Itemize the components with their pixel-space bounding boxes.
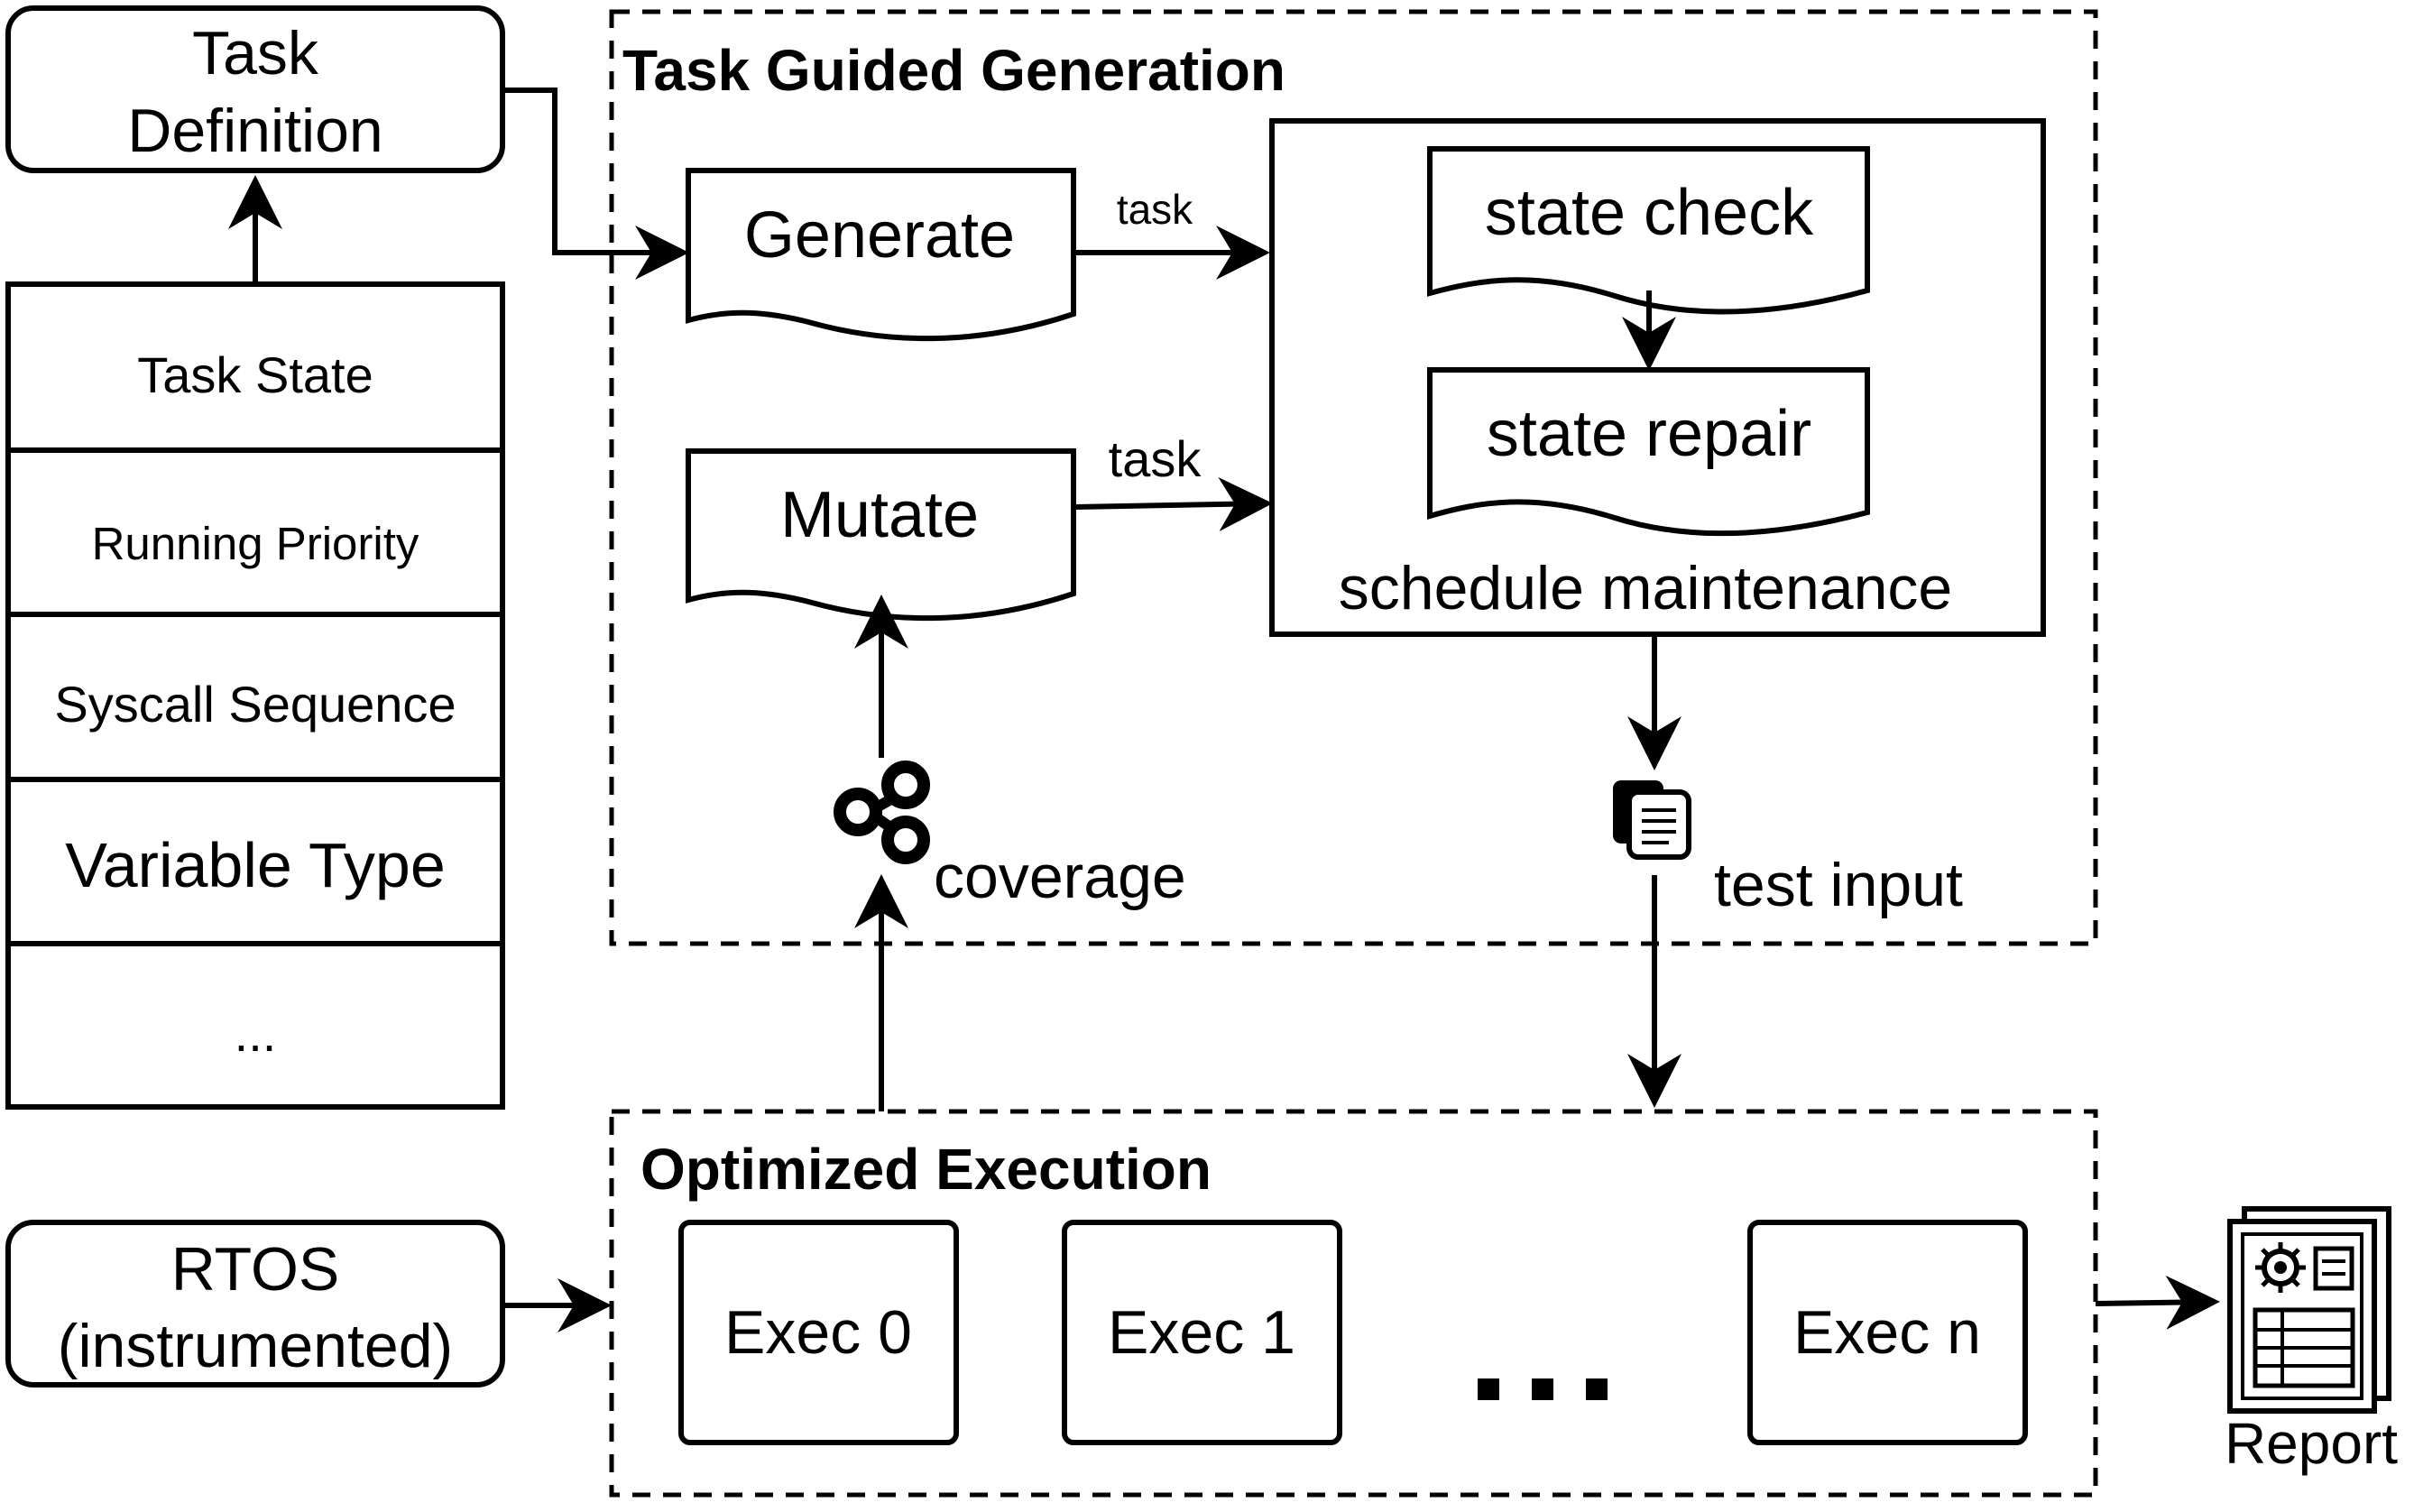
- optimized-execution-title: Optimized Execution: [640, 1137, 1212, 1202]
- execution-to-report-arrow: [2095, 1275, 2220, 1330]
- task-definition-label-line1: Task: [192, 19, 319, 88]
- component-syscall-sequence: Syscall Sequence: [54, 676, 456, 733]
- task-definition-label-line2: Definition: [127, 97, 383, 165]
- state-repair-node: [1427, 367, 1870, 537]
- component-task-state: Task State: [137, 346, 373, 403]
- rtos-label-line1: RTOS: [171, 1235, 339, 1304]
- exec-ellipsis: [1478, 1378, 1608, 1400]
- share-nodes-icon: [834, 761, 930, 864]
- bug-report-icon: [2227, 1206, 2391, 1414]
- task-guided-generation-group: Task Guided Generation Generate Mutate s…: [609, 9, 2098, 946]
- generate-node: Generate: [686, 168, 1076, 342]
- rtos-node: RTOS (instrumented): [5, 1220, 505, 1388]
- report-label: Report: [2225, 1411, 2398, 1476]
- exec-n-node: Exec n: [1747, 1220, 2028, 1445]
- generate-label: Generate: [744, 199, 1015, 272]
- schedule-maintenance-node: state check state repair schedule mainte…: [1269, 118, 2046, 637]
- exec-0-label: Exec 0: [724, 1298, 912, 1367]
- component-running-priority: Running Priority: [92, 518, 419, 569]
- test-input-label: test input: [1714, 851, 1963, 919]
- task-components-stack: Task State Running Priority Syscall Sequ…: [5, 281, 505, 1110]
- state-check-node: [1427, 146, 1870, 315]
- mutate-node: Mutate: [686, 448, 1076, 622]
- task-definition-node: Task Definition: [5, 5, 505, 173]
- component-variable-type: Variable Type: [65, 830, 446, 900]
- task-edge-label-bottom: task: [1109, 430, 1202, 487]
- state-repair-label: state repair: [1487, 398, 1811, 470]
- exec-1-node: Exec 1: [1062, 1220, 1342, 1445]
- mutate-label: Mutate: [780, 479, 979, 551]
- exec-1-label: Exec 1: [1108, 1298, 1295, 1367]
- exec-n-label: Exec n: [1793, 1298, 1981, 1367]
- rtos-label-line2: (instrumented): [58, 1312, 453, 1380]
- definition-to-generate-arrow: [502, 88, 689, 280]
- coverage-label: coverage: [934, 843, 1186, 911]
- documents-icon: [1613, 780, 1691, 860]
- component-ellipsis: ...: [235, 1005, 277, 1062]
- exec-0-node: Exec 0: [678, 1220, 959, 1445]
- state-check-label: state check: [1485, 177, 1814, 249]
- task-guided-generation-title: Task Guided Generation: [622, 38, 1285, 103]
- task-edge-label-top: task: [1117, 186, 1193, 233]
- mutate-task-arrow: [1074, 477, 1273, 532]
- schedule-maintenance-label: schedule maintenance: [1339, 554, 1952, 622]
- optimized-execution-group: Optimized Execution Exec 0 Exec 1 Exec n: [609, 1109, 2098, 1498]
